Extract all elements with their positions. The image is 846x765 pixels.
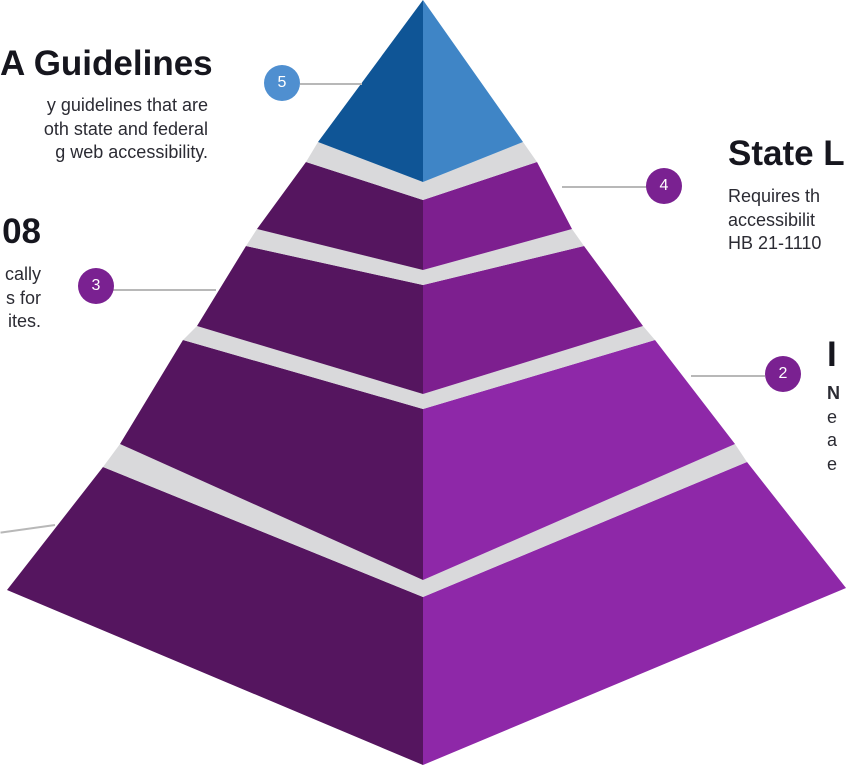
level-3-description-line: cally: [4, 264, 41, 284]
level-4-description-line: accessibilit: [728, 209, 816, 230]
level-3-description: cally s for ites.: [0, 263, 41, 334]
level-2-description-line: a: [827, 430, 838, 450]
level-4-description: Requires th accessibilit HB 21-1110: [728, 185, 821, 256]
level-2-description: N e a e: [827, 382, 840, 476]
pyramid-level-3-right-face: [423, 246, 643, 394]
level-2-description-line: e: [827, 406, 838, 427]
badge-level-2: 2: [765, 356, 801, 392]
pyramid-separator-2: [183, 326, 655, 409]
pyramid-level-1-left-face: [7, 467, 423, 765]
level-5-description-line: g web accessibility.: [55, 142, 208, 162]
level-5-title: A Guidelines: [0, 44, 213, 83]
level-4-description-line: Requires th: [728, 186, 821, 206]
badge-level-4: 4: [646, 168, 682, 204]
connector-level-3: [112, 289, 216, 291]
connector-level-5: [300, 83, 362, 85]
level-5-description-line: oth state and federal: [43, 118, 208, 139]
pyramid-apex-left-face: [318, 0, 423, 182]
level-3-description-line: ites.: [7, 311, 41, 331]
pyramid-separator-3: [246, 229, 584, 285]
pyramid-separator-4: [306, 142, 537, 200]
connector-level-2: [691, 375, 765, 377]
pyramid-level-4-right-face: [423, 162, 572, 270]
badge-level-5: 5: [264, 65, 300, 101]
pyramid-level-4-left-face: [257, 162, 423, 270]
pyramid-apex-right-face: [423, 0, 523, 182]
level-3-description-line: s for: [5, 287, 41, 308]
connector-level-4: [562, 186, 650, 188]
level-5-description: y guidelines that are oth state and fede…: [0, 94, 208, 165]
level-3-title: 08: [2, 212, 41, 251]
pyramid-level-2-right-face: [423, 340, 735, 580]
level-2-title: I: [827, 335, 837, 374]
level-2-description-line: e: [827, 453, 838, 474]
level-2-description-line: N: [827, 383, 840, 403]
pyramid-level-3-left-face: [197, 246, 423, 394]
pyramid-level-2-left-face: [120, 340, 423, 580]
level-4-description-line: HB 21-1110: [728, 233, 822, 253]
level-5-description-line: y guidelines that are: [46, 95, 208, 115]
level-4-title: State L: [728, 134, 845, 173]
pyramid-level-1-right-face: [423, 462, 846, 765]
badge-level-3: 3: [78, 268, 114, 304]
